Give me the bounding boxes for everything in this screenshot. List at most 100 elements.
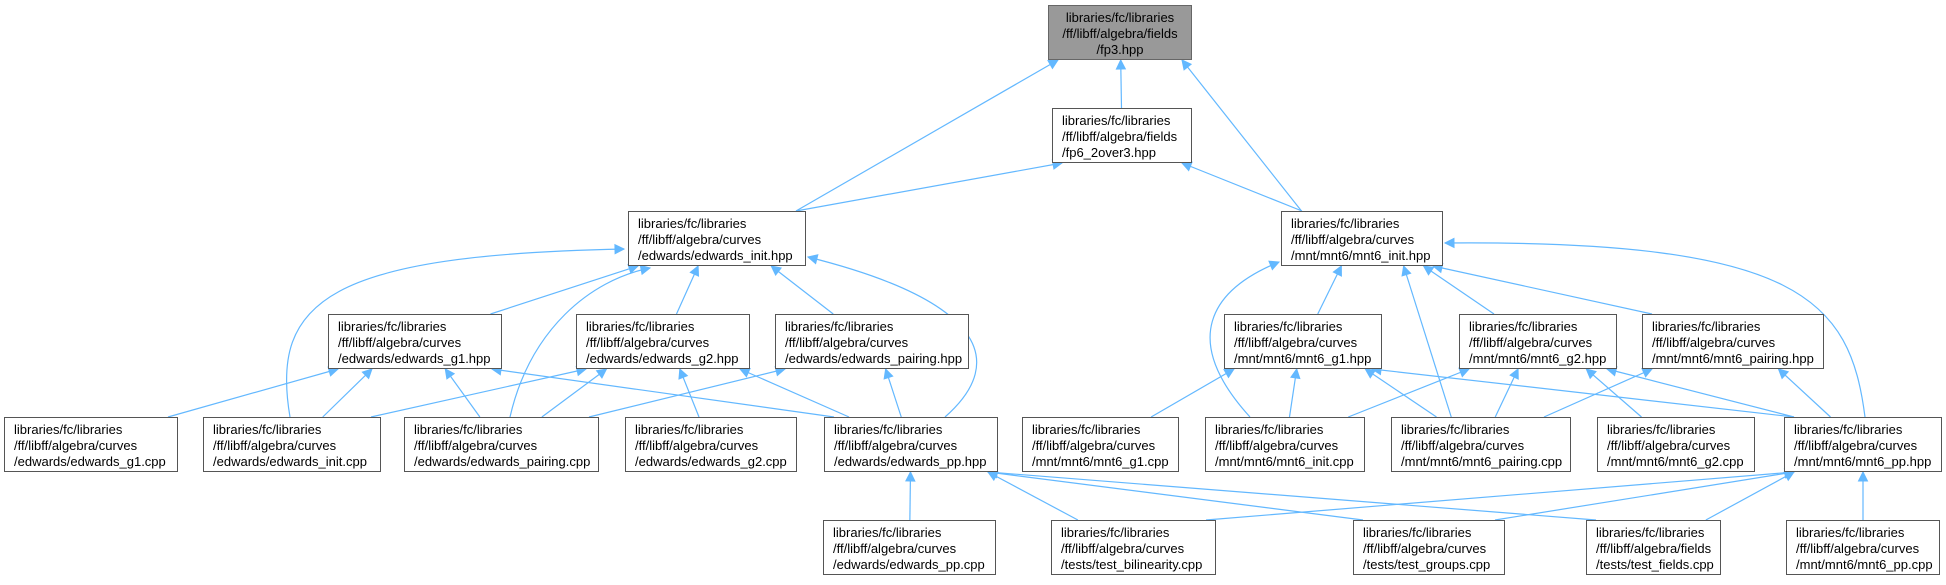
node-mnt6-init-cpp[interactable]: libraries/fc/libraries/ff/libff/algebra/… — [1205, 417, 1365, 472]
node-mnt6-pp-cpp[interactable]: libraries/fc/libraries/ff/libff/algebra/… — [1786, 520, 1940, 575]
node-mnt6-g2-cpp[interactable]: libraries/fc/libraries/ff/libff/algebra/… — [1597, 417, 1755, 472]
node-label-line: /ff/libff/algebra/fields — [1596, 541, 1712, 556]
node-label-line: /edwards/edwards_pp.hpp — [834, 454, 987, 469]
edge-test-groups-to-edwards-pp-hpp — [987, 471, 1364, 521]
edge-arrowhead — [678, 367, 689, 380]
node-edwards-init-hpp[interactable]: libraries/fc/libraries/ff/libff/algebra/… — [628, 211, 806, 266]
node-mnt6-pairing-hpp[interactable]: libraries/fc/libraries/ff/libff/algebra/… — [1642, 314, 1824, 369]
node-test-bilinearity[interactable]: libraries/fc/libraries/ff/libff/algebra/… — [1051, 520, 1216, 575]
node-label-line: /mnt/mnt6/mnt6_g2.cpp — [1607, 454, 1744, 469]
edge-arrowhead — [444, 368, 456, 380]
node-mnt6-pairing-cpp[interactable]: libraries/fc/libraries/ff/libff/algebra/… — [1391, 417, 1571, 472]
edge-mnt6-init-cpp-to-mnt6-init-hpp — [1209, 261, 1280, 418]
node-label-line: /ff/libff/algebra/curves — [833, 541, 957, 556]
node-label-line: /mnt/mnt6/mnt6_pairing.hpp — [1652, 351, 1814, 366]
node-label-line: libraries/fc/libraries — [1596, 525, 1705, 540]
node-label-line: libraries/fc/libraries — [1796, 525, 1905, 540]
node-label-line: /edwards/edwards_g1.hpp — [338, 351, 491, 366]
edge-arrowhead — [1857, 470, 1869, 482]
edge-mnt6-pp-hpp-to-mnt6-pairing-hpp — [1778, 368, 1831, 418]
node-label-line: /mnt/mnt6/mnt6_pairing.cpp — [1401, 454, 1563, 469]
node-label-line: /ff/libff/algebra/curves — [586, 335, 710, 350]
node-edwards-pairing-cpp[interactable]: libraries/fc/libraries/ff/libff/algebra/… — [404, 417, 599, 472]
edge-arrowhead — [1641, 368, 1654, 378]
node-label-line: /fp3.hpp — [1096, 42, 1144, 57]
edge-mnt6-pairing-cpp-to-mnt6-pairing-hpp — [1543, 368, 1653, 418]
node-label-line: libraries/fc/libraries — [1032, 422, 1141, 437]
node-label-line: /ff/libff/algebra/curves — [638, 232, 762, 247]
node-label-line: /ff/libff/algebra/curves — [414, 438, 538, 453]
edge-arrowhead — [1585, 368, 1597, 380]
node-label-line: /ff/libff/algebra/curves — [635, 438, 759, 453]
node-fp3[interactable]: libraries/fc/libraries/ff/libff/algebra/… — [1048, 5, 1192, 60]
edge-edwards-init-hpp-to-fp3 — [795, 59, 1059, 212]
edge-edwards-pp-hpp-to-edwards-g2-hpp — [739, 368, 850, 418]
node-label-line: /tests/test_bilinearity.cpp — [1061, 557, 1203, 572]
node-label-line: /ff/libff/algebra/curves — [1796, 541, 1920, 556]
edge-edwards-pairing-hpp-to-edwards-init-hpp — [770, 265, 834, 315]
edge-arrowhead — [614, 243, 626, 255]
edge-edwards-pairing-cpp-to-edwards-pairing-hpp — [588, 368, 786, 418]
edge-arrowhead — [1181, 59, 1193, 71]
edge-arrowhead — [1223, 368, 1235, 379]
node-label-line: /ff/libff/algebra/curves — [338, 335, 462, 350]
edge-mnt6-init-hpp-to-fp6-2over3 — [1181, 162, 1303, 212]
node-test-groups[interactable]: libraries/fc/libraries/ff/libff/algebra/… — [1353, 520, 1505, 575]
node-mnt6-g1-hpp[interactable]: libraries/fc/libraries/ff/libff/algebra/… — [1224, 314, 1382, 369]
edge-mnt6-pairing-cpp-to-mnt6-init-hpp — [1403, 265, 1452, 418]
node-label-line: libraries/fc/libraries — [414, 422, 523, 437]
node-label-line: /ff/libff/algebra/curves — [1652, 335, 1776, 350]
edge-arrowhead — [806, 254, 819, 265]
node-label-line: libraries/fc/libraries — [1062, 113, 1171, 128]
edge-mnt6-g2-cpp-to-mnt6-g2-hpp — [1585, 368, 1642, 418]
node-mnt6-pp-hpp[interactable]: libraries/fc/libraries/ff/libff/algebra/… — [1784, 417, 1942, 472]
node-label-line: /mnt/mnt6/mnt6_init.hpp — [1291, 248, 1431, 263]
edge-arrowhead — [361, 368, 373, 380]
node-edwards-pp-cpp[interactable]: libraries/fc/libraries/ff/libff/algebra/… — [823, 520, 996, 575]
edge-arrowhead — [1422, 265, 1435, 276]
node-edwards-init-cpp[interactable]: libraries/fc/libraries/ff/libff/algebra/… — [203, 417, 381, 472]
node-label-line: libraries/fc/libraries — [1234, 319, 1343, 334]
edge-arrowhead — [1180, 161, 1193, 172]
edge-edwards-init-hpp-to-fp6-2over3 — [795, 162, 1063, 212]
node-label-line: libraries/fc/libraries — [1469, 319, 1578, 334]
node-test-fields[interactable]: libraries/fc/libraries/ff/libff/algebra/… — [1586, 520, 1721, 575]
node-edwards-g2-hpp[interactable]: libraries/fc/libraries/ff/libff/algebra/… — [576, 314, 750, 369]
node-label-line: /tests/test_groups.cpp — [1363, 557, 1491, 572]
node-label-line: /ff/libff/algebra/fields — [1062, 26, 1178, 41]
edge-mnt6-pp-hpp-to-mnt6-init-hpp — [1444, 242, 1866, 418]
edge-test-groups-to-mnt6-pp-hpp — [1494, 471, 1795, 521]
node-edwards-g1-cpp[interactable]: libraries/fc/libraries/ff/libff/algebra/… — [4, 417, 178, 472]
node-label-line: libraries/fc/libraries — [338, 319, 447, 334]
node-label-line: libraries/fc/libraries — [1652, 319, 1761, 334]
node-label-line: /ff/libff/algebra/curves — [1401, 438, 1525, 453]
edge-arrowhead — [1332, 264, 1342, 277]
node-label-line: libraries/fc/libraries — [14, 422, 123, 437]
edge-arrowhead — [1047, 59, 1059, 70]
edge-arrowhead — [883, 367, 894, 380]
node-label-line: /edwards/edwards_g2.hpp — [586, 351, 739, 366]
node-mnt6-g2-hpp[interactable]: libraries/fc/libraries/ff/libff/algebra/… — [1459, 314, 1617, 369]
edge-arrowhead — [1268, 260, 1281, 271]
node-mnt6-g1-cpp[interactable]: libraries/fc/libraries/ff/libff/algebra/… — [1022, 417, 1179, 472]
node-label-line: /fp6_2over3.hpp — [1062, 145, 1156, 160]
node-edwards-pp-hpp[interactable]: libraries/fc/libraries/ff/libff/algebra/… — [824, 417, 998, 472]
node-label-line: /ff/libff/algebra/curves — [213, 438, 337, 453]
node-fp6-2over3[interactable]: libraries/fc/libraries/ff/libff/algebra/… — [1052, 108, 1192, 163]
node-edwards-g1-hpp[interactable]: libraries/fc/libraries/ff/libff/algebra/… — [328, 314, 502, 369]
node-edwards-pairing-hpp[interactable]: libraries/fc/libraries/ff/libff/algebra/… — [775, 314, 969, 369]
node-label-line: /edwards/edwards_g1.cpp — [14, 454, 166, 469]
node-edwards-g2-cpp[interactable]: libraries/fc/libraries/ff/libff/algebra/… — [625, 417, 797, 472]
edge-arrowhead — [1364, 368, 1377, 379]
edge-edwards-pairing-cpp-to-edwards-g1-hpp — [444, 368, 481, 418]
edge-arrowhead — [1458, 367, 1471, 378]
node-label-line: libraries/fc/libraries — [586, 319, 695, 334]
node-label-line: /mnt/mnt6/mnt6_pp.hpp — [1794, 454, 1932, 469]
edge-arrowhead — [1290, 367, 1301, 380]
edge-edwards-init-cpp-to-edwards-g2-hpp — [370, 368, 587, 418]
node-mnt6-init-hpp[interactable]: libraries/fc/libraries/ff/libff/algebra/… — [1281, 211, 1443, 266]
edge-arrowhead — [905, 470, 916, 482]
node-label-line: /ff/libff/algebra/curves — [1363, 541, 1487, 556]
node-label-line: /edwards/edwards_init.hpp — [638, 248, 793, 263]
